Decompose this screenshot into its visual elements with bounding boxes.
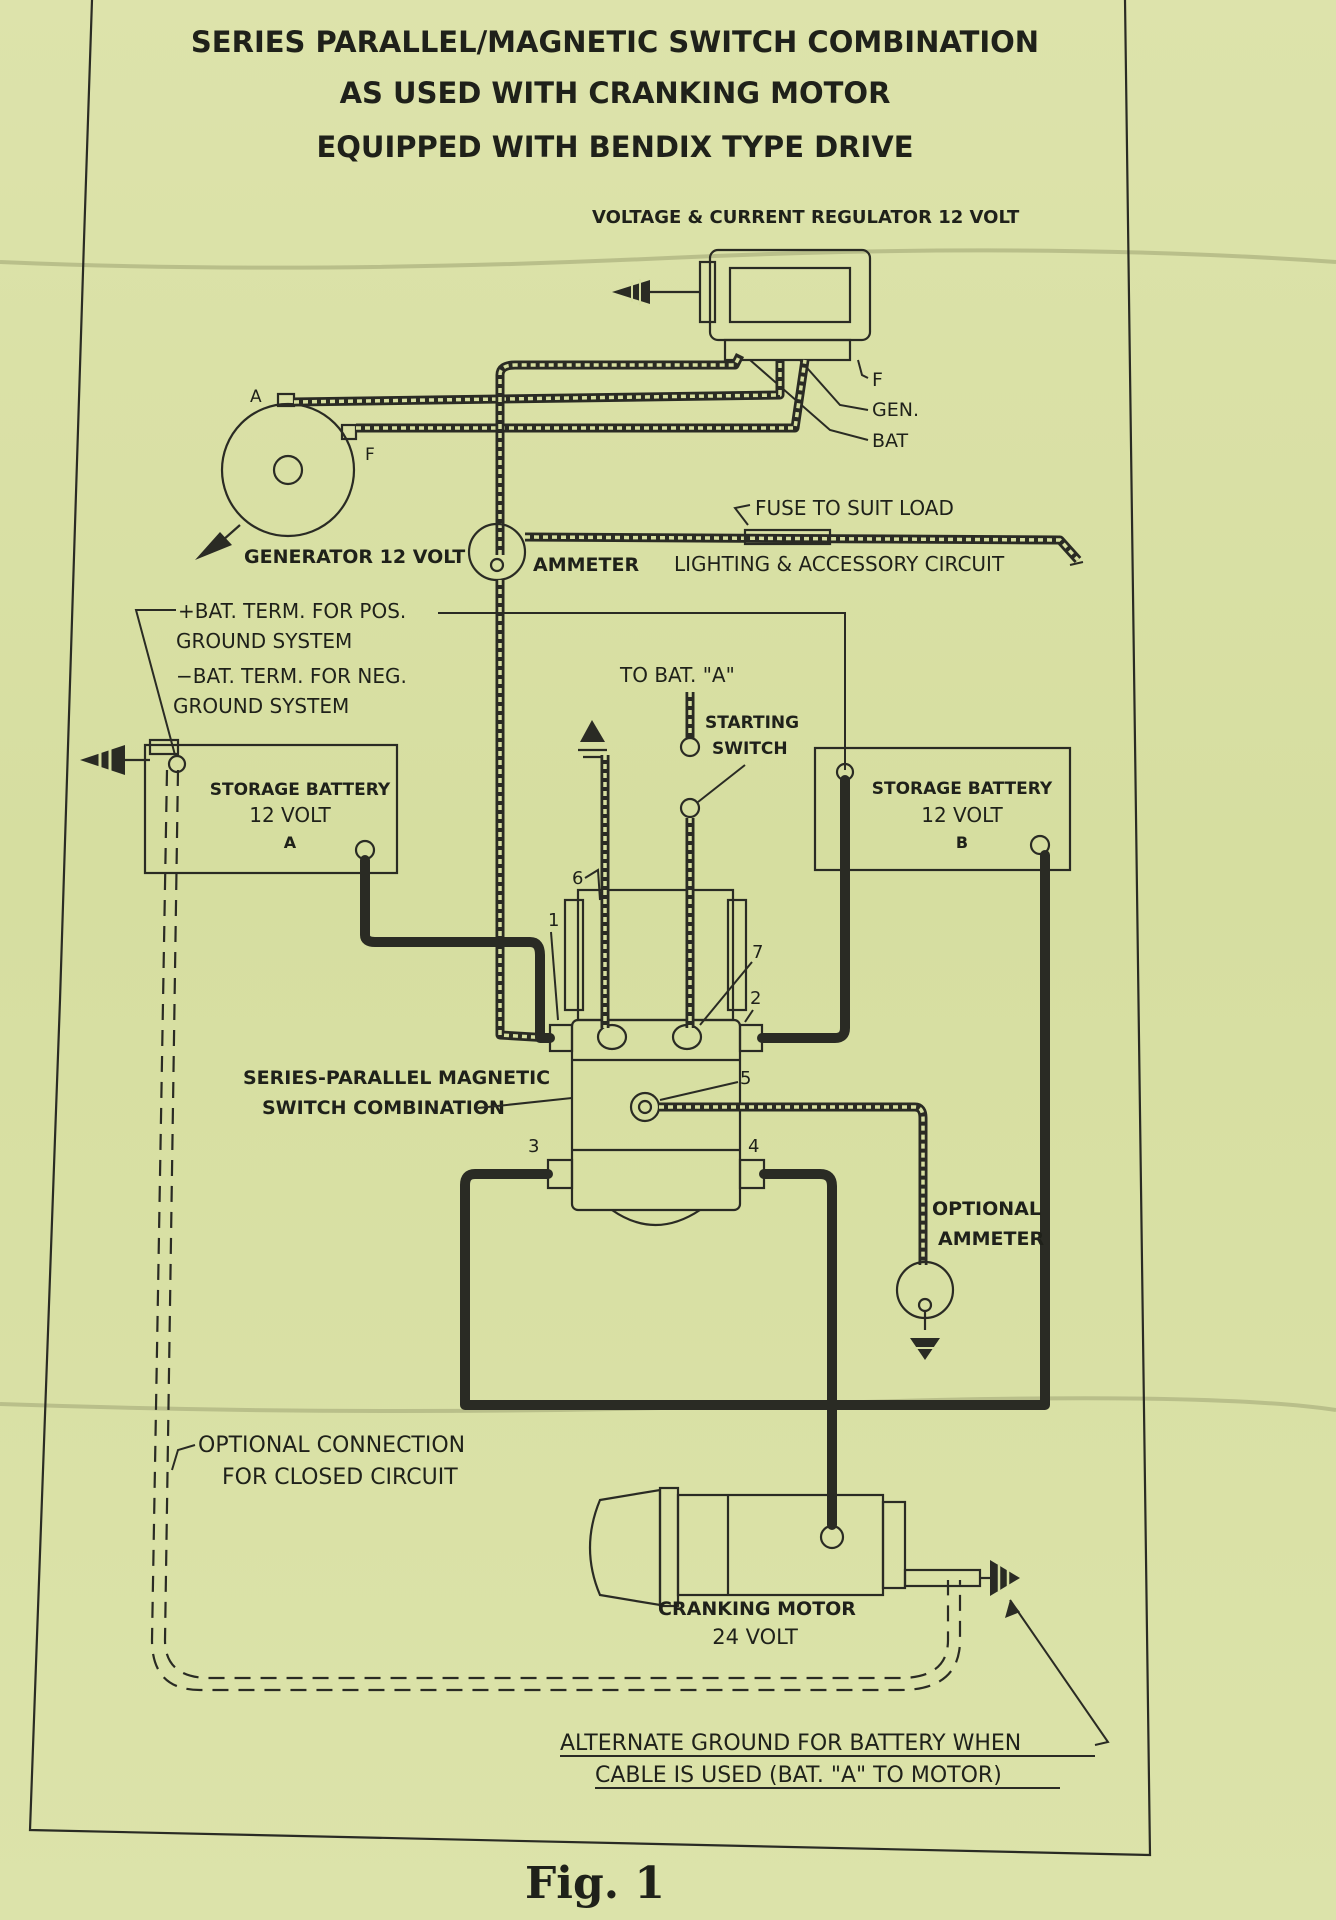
- battery-a-ground-icon: [80, 745, 125, 775]
- optional-conn-line-1: OPTIONAL CONNECTION: [198, 1433, 465, 1458]
- reg-gen-label: GEN.: [872, 399, 919, 421]
- fuse-icon: [743, 528, 832, 546]
- series-parallel-magnetic-switch: 1 2 3 4 5 6 7 SERIES-PARALLEL MAGNETIC S…: [243, 868, 766, 1226]
- term-6-label: 6: [572, 868, 583, 889]
- alt-ground-line-1: ALTERNATE GROUND FOR BATTERY WHEN: [560, 1731, 1021, 1756]
- lighting-label: LIGHTING & ACCESSORY CIRCUIT: [674, 552, 1005, 576]
- battery-b-line-2: 12 VOLT: [921, 803, 1003, 827]
- fuse-label: FUSE TO SUIT LOAD: [755, 496, 954, 520]
- neg-bat-line-2: GROUND SYSTEM: [173, 694, 349, 718]
- to-bat-a-label: TO BAT. "A": [619, 663, 735, 687]
- switch-wires: [360, 580, 1050, 1530]
- reg-bat-label: BAT: [872, 430, 909, 452]
- battery-a-line-2: 12 VOLT: [249, 803, 331, 827]
- gen-f-label: F: [365, 445, 375, 465]
- battery-a-line-1: STORAGE BATTERY: [210, 780, 391, 800]
- cranking-motor-line-1: CRANKING MOTOR: [658, 1598, 856, 1620]
- frame: [28, 0, 1152, 1857]
- title: SERIES PARALLEL/MAGNETIC SWITCH COMBINAT…: [191, 25, 1039, 164]
- storage-battery-a: STORAGE BATTERY 12 VOLT A: [80, 738, 399, 875]
- term-3-label: 3: [528, 1136, 539, 1157]
- ammeter-label: AMMETER: [533, 554, 639, 576]
- term-4-label: 4: [748, 1136, 759, 1157]
- voltage-current-regulator: VOLTAGE & CURRENT REGULATOR 12 VOLT F GE…: [592, 207, 1020, 452]
- term-2-label: 2: [750, 988, 761, 1009]
- wires-regulator: [293, 352, 810, 555]
- gen-a-label: A: [250, 387, 262, 407]
- regulator-label: VOLTAGE & CURRENT REGULATOR 12 VOLT: [592, 207, 1020, 228]
- switch-combo-line-2: SWITCH COMBINATION: [262, 1097, 505, 1119]
- ammeter: AMMETER FUSE TO SUIT LOAD LIGHTING & ACC…: [467, 496, 1084, 582]
- term-7-label: 7: [752, 942, 763, 963]
- starting-switch: TO BAT. "A" STARTING SWITCH: [578, 663, 799, 819]
- title-line-1: SERIES PARALLEL/MAGNETIC SWITCH COMBINAT…: [191, 25, 1039, 59]
- cranking-motor-line-2: 24 VOLT: [712, 1625, 798, 1649]
- neg-bat-line-1: −BAT. TERM. FOR NEG.: [176, 664, 407, 688]
- battery-b-line-1: STORAGE BATTERY: [872, 779, 1053, 799]
- optional-ammeter-line-2: AMMETER: [938, 1228, 1044, 1250]
- starting-switch-line-2: SWITCH: [712, 739, 788, 759]
- alternate-ground-note: ALTERNATE GROUND FOR BATTERY WHEN CABLE …: [560, 1599, 1110, 1789]
- optional-conn-line-2: FOR CLOSED CIRCUIT: [222, 1465, 458, 1490]
- generator-label: GENERATOR 12 VOLT: [244, 546, 465, 568]
- optional-ammeter: OPTIONAL AMMETER: [895, 1198, 1044, 1360]
- cranking-motor: CRANKING MOTOR 24 VOLT: [588, 1486, 1020, 1649]
- generator-ground-icon: [195, 532, 232, 560]
- storage-battery-b: STORAGE BATTERY 12 VOLT B: [813, 746, 1072, 872]
- title-line-2: AS USED WITH CRANKING MOTOR: [340, 76, 891, 110]
- pos-bat-line-1: +BAT. TERM. FOR POS.: [178, 599, 406, 623]
- figure-caption: Fig. 1: [525, 1858, 665, 1909]
- generator: A F GENERATOR 12 VOLT: [195, 387, 465, 568]
- optional-ammeter-line-1: OPTIONAL: [932, 1198, 1041, 1220]
- starting-switch-line-1: STARTING: [705, 713, 799, 733]
- pos-bat-line-2: GROUND SYSTEM: [176, 629, 352, 653]
- motor-ground-icon: [990, 1560, 1020, 1596]
- term-1-label: 1: [548, 910, 559, 931]
- optional-connection: OPTIONAL CONNECTION FOR CLOSED CIRCUIT: [150, 769, 962, 1692]
- switch-ground-icon: [580, 720, 605, 742]
- battery-a-line-3: A: [284, 833, 297, 852]
- alt-ground-line-2: CABLE IS USED (BAT. "A" TO MOTOR): [595, 1763, 1002, 1788]
- reg-f-label: F: [872, 369, 883, 391]
- battery-terminal-notes: +BAT. TERM. FOR POS. GROUND SYSTEM −BAT.…: [134, 599, 846, 770]
- switch-combo-line-1: SERIES-PARALLEL MAGNETIC: [243, 1067, 550, 1089]
- title-line-3: EQUIPPED WITH BENDIX TYPE DRIVE: [316, 130, 913, 164]
- term-5-label: 5: [740, 1068, 751, 1089]
- battery-b-line-3: B: [956, 833, 968, 852]
